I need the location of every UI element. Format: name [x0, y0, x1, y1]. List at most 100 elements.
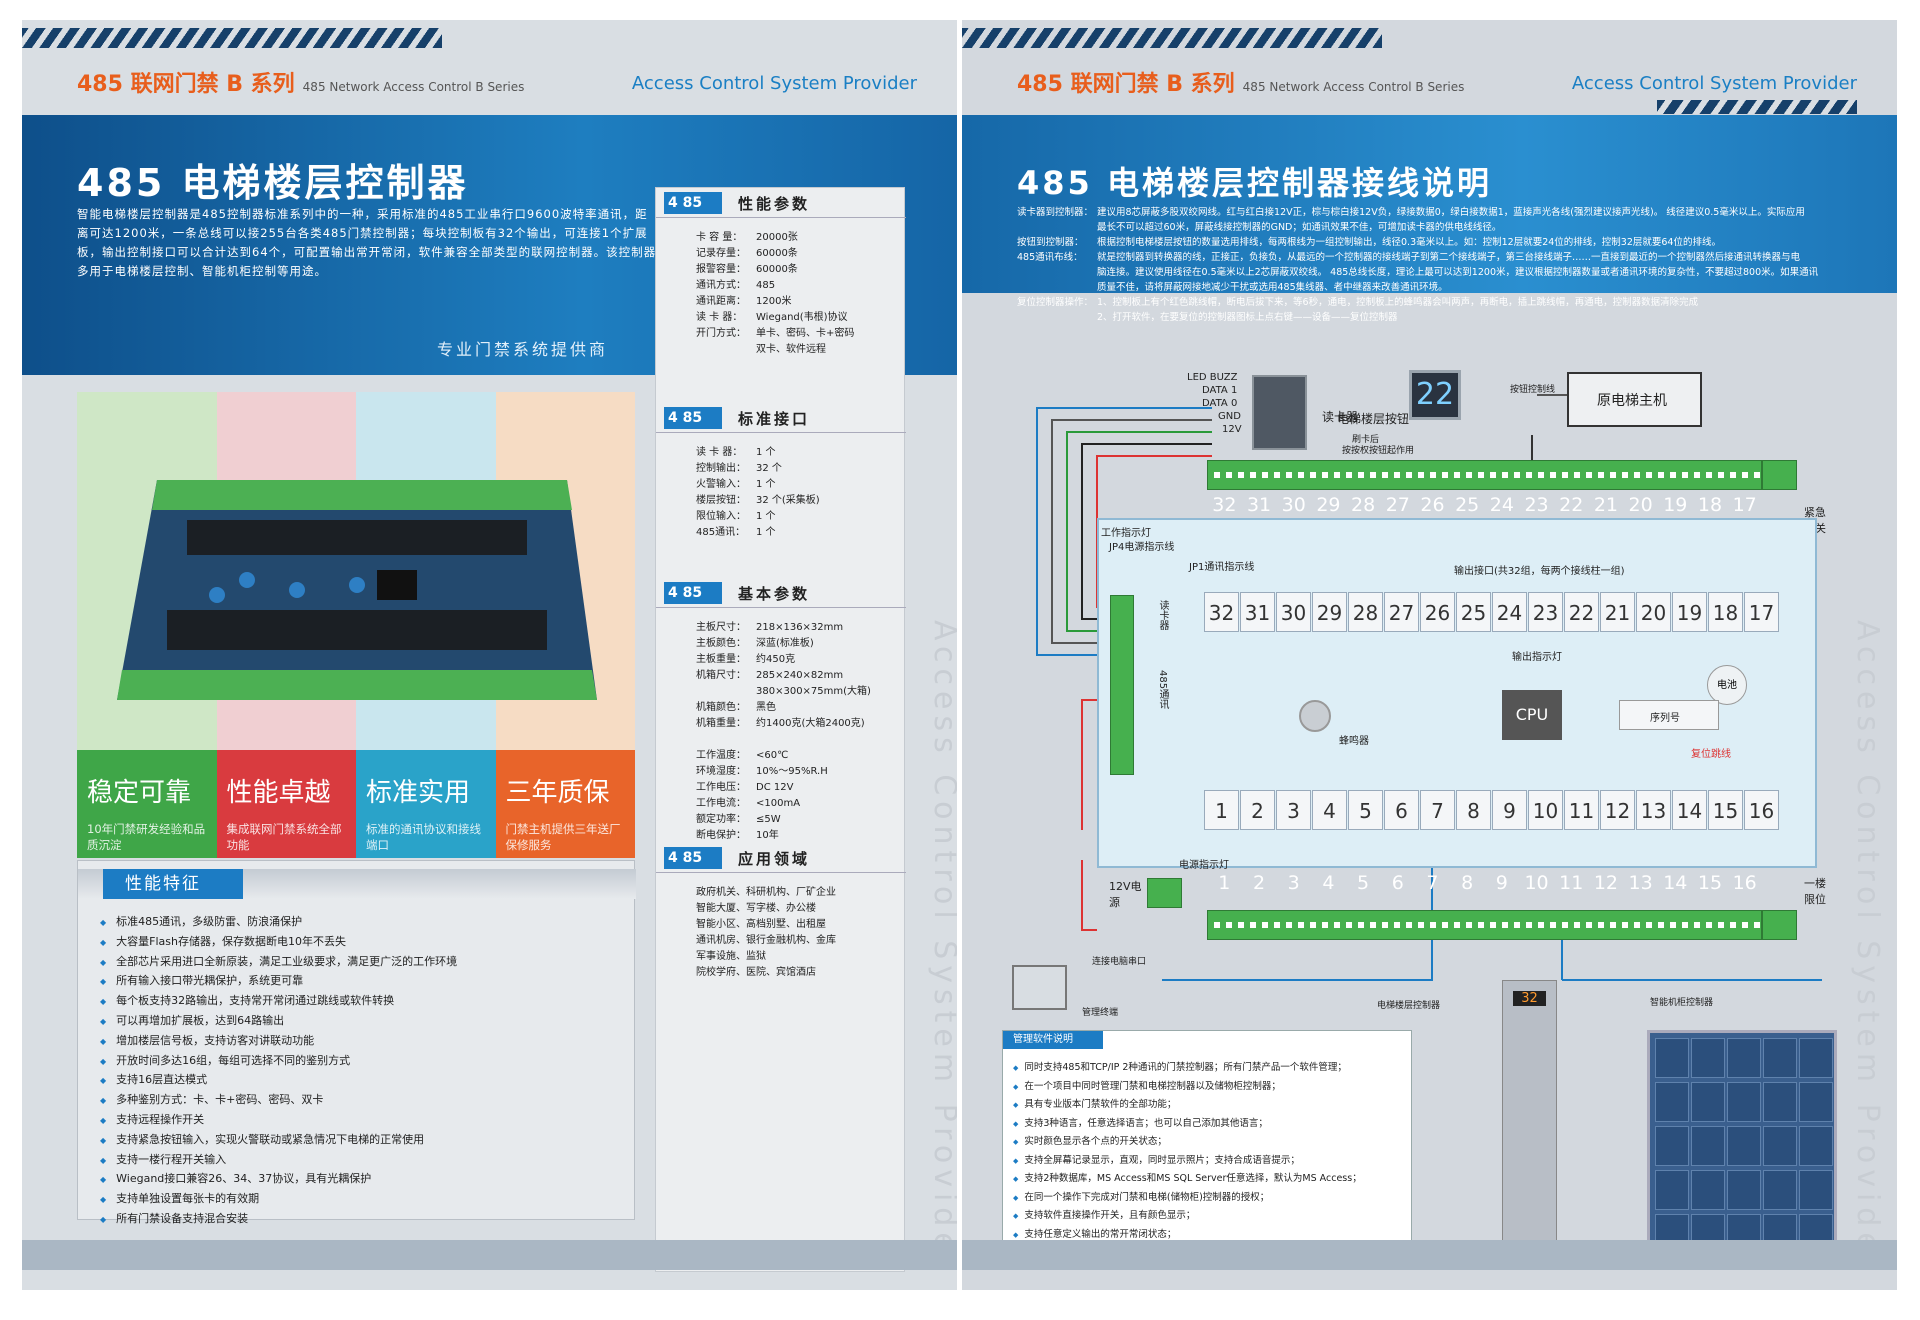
software-item: 在一个项目中同时管理门禁和电梯控制器以及储物柜控制器；: [1013, 1078, 1362, 1097]
spec-row: 机箱重量：约1400克(大箱2400克): [696, 718, 865, 729]
terminal-number: 15: [1697, 872, 1723, 894]
feature-item: 可以再增加扩展板，达到64路输出: [100, 1012, 457, 1032]
page-title: 485 电梯楼层控制器: [77, 161, 469, 205]
limit-label: 一楼限位: [1804, 877, 1826, 906]
terminal-number: 32: [1212, 494, 1237, 516]
controller-board: 工作指示灯 JP4电源指示线 JP1通讯指示线 输出接口(共32组，每两个接线柱…: [1097, 518, 1817, 871]
floor-display: 32: [1513, 991, 1546, 1006]
locker-door: [1763, 1038, 1797, 1078]
floor-button-note2: 按按权按钮起作用: [1342, 446, 1415, 456]
spec-row: 额定功率：≤5W: [696, 814, 781, 825]
spec-row: 环境湿度：10%～95%R.H: [696, 766, 828, 777]
spec-row: 主板尺寸：218×136×32mm: [696, 622, 844, 633]
feature-item: 标准485通讯，多级防雷、防浪涌保护: [100, 913, 457, 933]
wiring-row: 读卡器到控制器：建议用8芯屏蔽多股双绞网线。红与红白接12V正，棕与棕白接12V…: [1017, 207, 1805, 218]
software-item: 支持3种语言，任意选择语言；也可以自己添加其他语言；: [1013, 1115, 1362, 1134]
buzzer-icon: [1299, 700, 1331, 732]
side-watermark: Access Control System Provider: [927, 620, 957, 1276]
spec-row: 控制输出：32 个: [696, 463, 782, 474]
terminal-number: 28: [1351, 494, 1376, 516]
terminal-number: 21: [1593, 494, 1618, 516]
wiring-row: 2、打开软件，在要复位的控制器图标上点右键——设备——复位控制器: [1097, 312, 1398, 323]
terminal-number: 13: [1628, 872, 1653, 894]
terminal-number: 8: [1456, 790, 1491, 830]
terminal-number: 3: [1276, 790, 1311, 830]
terminal-number: 2: [1240, 790, 1275, 830]
section-title: 性能参数: [738, 195, 811, 213]
locker-door: [1727, 1126, 1761, 1166]
bottom-terminal-block: [1207, 910, 1762, 940]
terminal-number: 24: [1492, 592, 1527, 632]
elevator-host-box: 原电梯主机: [1567, 372, 1702, 427]
side-watermark: Access Control System Provider: [1850, 620, 1885, 1276]
terminal-number: 1: [1218, 872, 1231, 894]
section-icon: 4 85: [664, 192, 722, 214]
spec-row: 工作电流：<100mA: [696, 798, 801, 809]
elevator-host-label: 原电梯主机: [1597, 393, 1667, 409]
battery-icon: 电池: [1707, 665, 1747, 705]
terminal-number: 18: [1697, 494, 1723, 516]
locker-door: [1655, 1082, 1689, 1122]
header-stripes: [22, 28, 442, 48]
spec-row: 断电保护：10年: [696, 830, 779, 841]
wiring-row: 脑连接。建议使用线径在0.5毫米以上2芯屏蔽双绞线。 485总线长度，理论上最可…: [1097, 267, 1819, 278]
terminal-number: 17: [1732, 494, 1757, 516]
terminal-number: 27: [1384, 592, 1419, 632]
feature-item: 多种鉴别方式：卡、卡+密码、密码、双卡: [100, 1091, 457, 1111]
feature-item: Wiegand接口兼容26、34、37协议，具有光耦保护: [100, 1170, 457, 1190]
software-item: 同时支持485和TCP/IP 2种通讯的门禁控制器；所有门禁产品一个软件管理；: [1013, 1059, 1362, 1078]
jp4-label: JP4电源指示线: [1109, 542, 1175, 553]
terminal-number: 12: [1600, 790, 1635, 830]
terminal-number: 9: [1495, 872, 1508, 894]
header-slash: [1657, 100, 1857, 114]
title-band: [962, 115, 1897, 293]
feature-item: 增加楼层信号板，支持访客对讲联动功能: [100, 1032, 457, 1052]
software-title: 管理软件说明: [1003, 1031, 1103, 1049]
locker-door: [1799, 1170, 1833, 1210]
spec-row: 工作电压：DC 12V: [696, 782, 794, 793]
terminal-number: 5: [1357, 872, 1370, 894]
feature-item: 支持一楼行程开关输入: [100, 1151, 457, 1171]
controller-board-image: [117, 480, 597, 700]
terminal-number: 30: [1281, 494, 1306, 516]
terminal-number: 5: [1348, 790, 1383, 830]
emergency-terminal: [1762, 460, 1797, 490]
terminal-number: 22: [1564, 592, 1599, 632]
locker-door: [1691, 1038, 1725, 1078]
feature-item: 支持单独设置每张卡的有效期: [100, 1190, 457, 1210]
terminal-number: 19: [1672, 592, 1707, 632]
terminal-number: 9: [1492, 790, 1527, 830]
card-reader-image: [1252, 375, 1307, 450]
footer-band: [22, 1240, 957, 1270]
spec-row: 主板颜色：深蓝(标准板): [696, 638, 814, 649]
wiring-row: 复位控制器操作：1、控制板上有个红色跳线帽，断电后拔下来，等6秒，通电，控制板上…: [1017, 297, 1699, 308]
cpu-chip: CPU: [1502, 690, 1562, 740]
reader-led-label: LED BUZZ: [1187, 372, 1238, 383]
reader-data1-label: DATA 1: [1202, 385, 1238, 396]
spec-row: 机箱尺寸：285×240×82mm: [696, 670, 844, 681]
software-list: 同时支持485和TCP/IP 2种通讯的门禁控制器；所有门禁产品一个软件管理；在…: [1013, 1059, 1362, 1263]
terminal-number: 29: [1312, 592, 1347, 632]
spec-row: 卡 容 量：20000张: [696, 232, 798, 243]
pc-port-label: 连接电脑串口: [1092, 957, 1147, 967]
feature-item: 支持16层直达模式: [100, 1071, 457, 1091]
locker-door: [1691, 1170, 1725, 1210]
terminal-number: 20: [1628, 494, 1653, 516]
elevator-controller-label: 电梯楼层控制器: [1377, 1001, 1441, 1011]
reset-jumper-label: 复位跳线: [1691, 749, 1731, 760]
section-icon: 4 85: [664, 582, 722, 604]
terminal-number: 30: [1276, 592, 1311, 632]
locker-door: [1799, 1038, 1833, 1078]
terminal-number: 8: [1461, 872, 1474, 894]
section-icon: 4 85: [664, 847, 722, 869]
spec-row: 工作温度：<60℃: [696, 750, 789, 761]
wiring-row: 485通讯布线：就是控制器到转换器的线，正接正，负接负，从最远的一个控制器的接线…: [1017, 252, 1801, 263]
terminal-number: 14: [1672, 790, 1707, 830]
software-item: 实时颜色显示各个点的开关状态；: [1013, 1133, 1362, 1152]
